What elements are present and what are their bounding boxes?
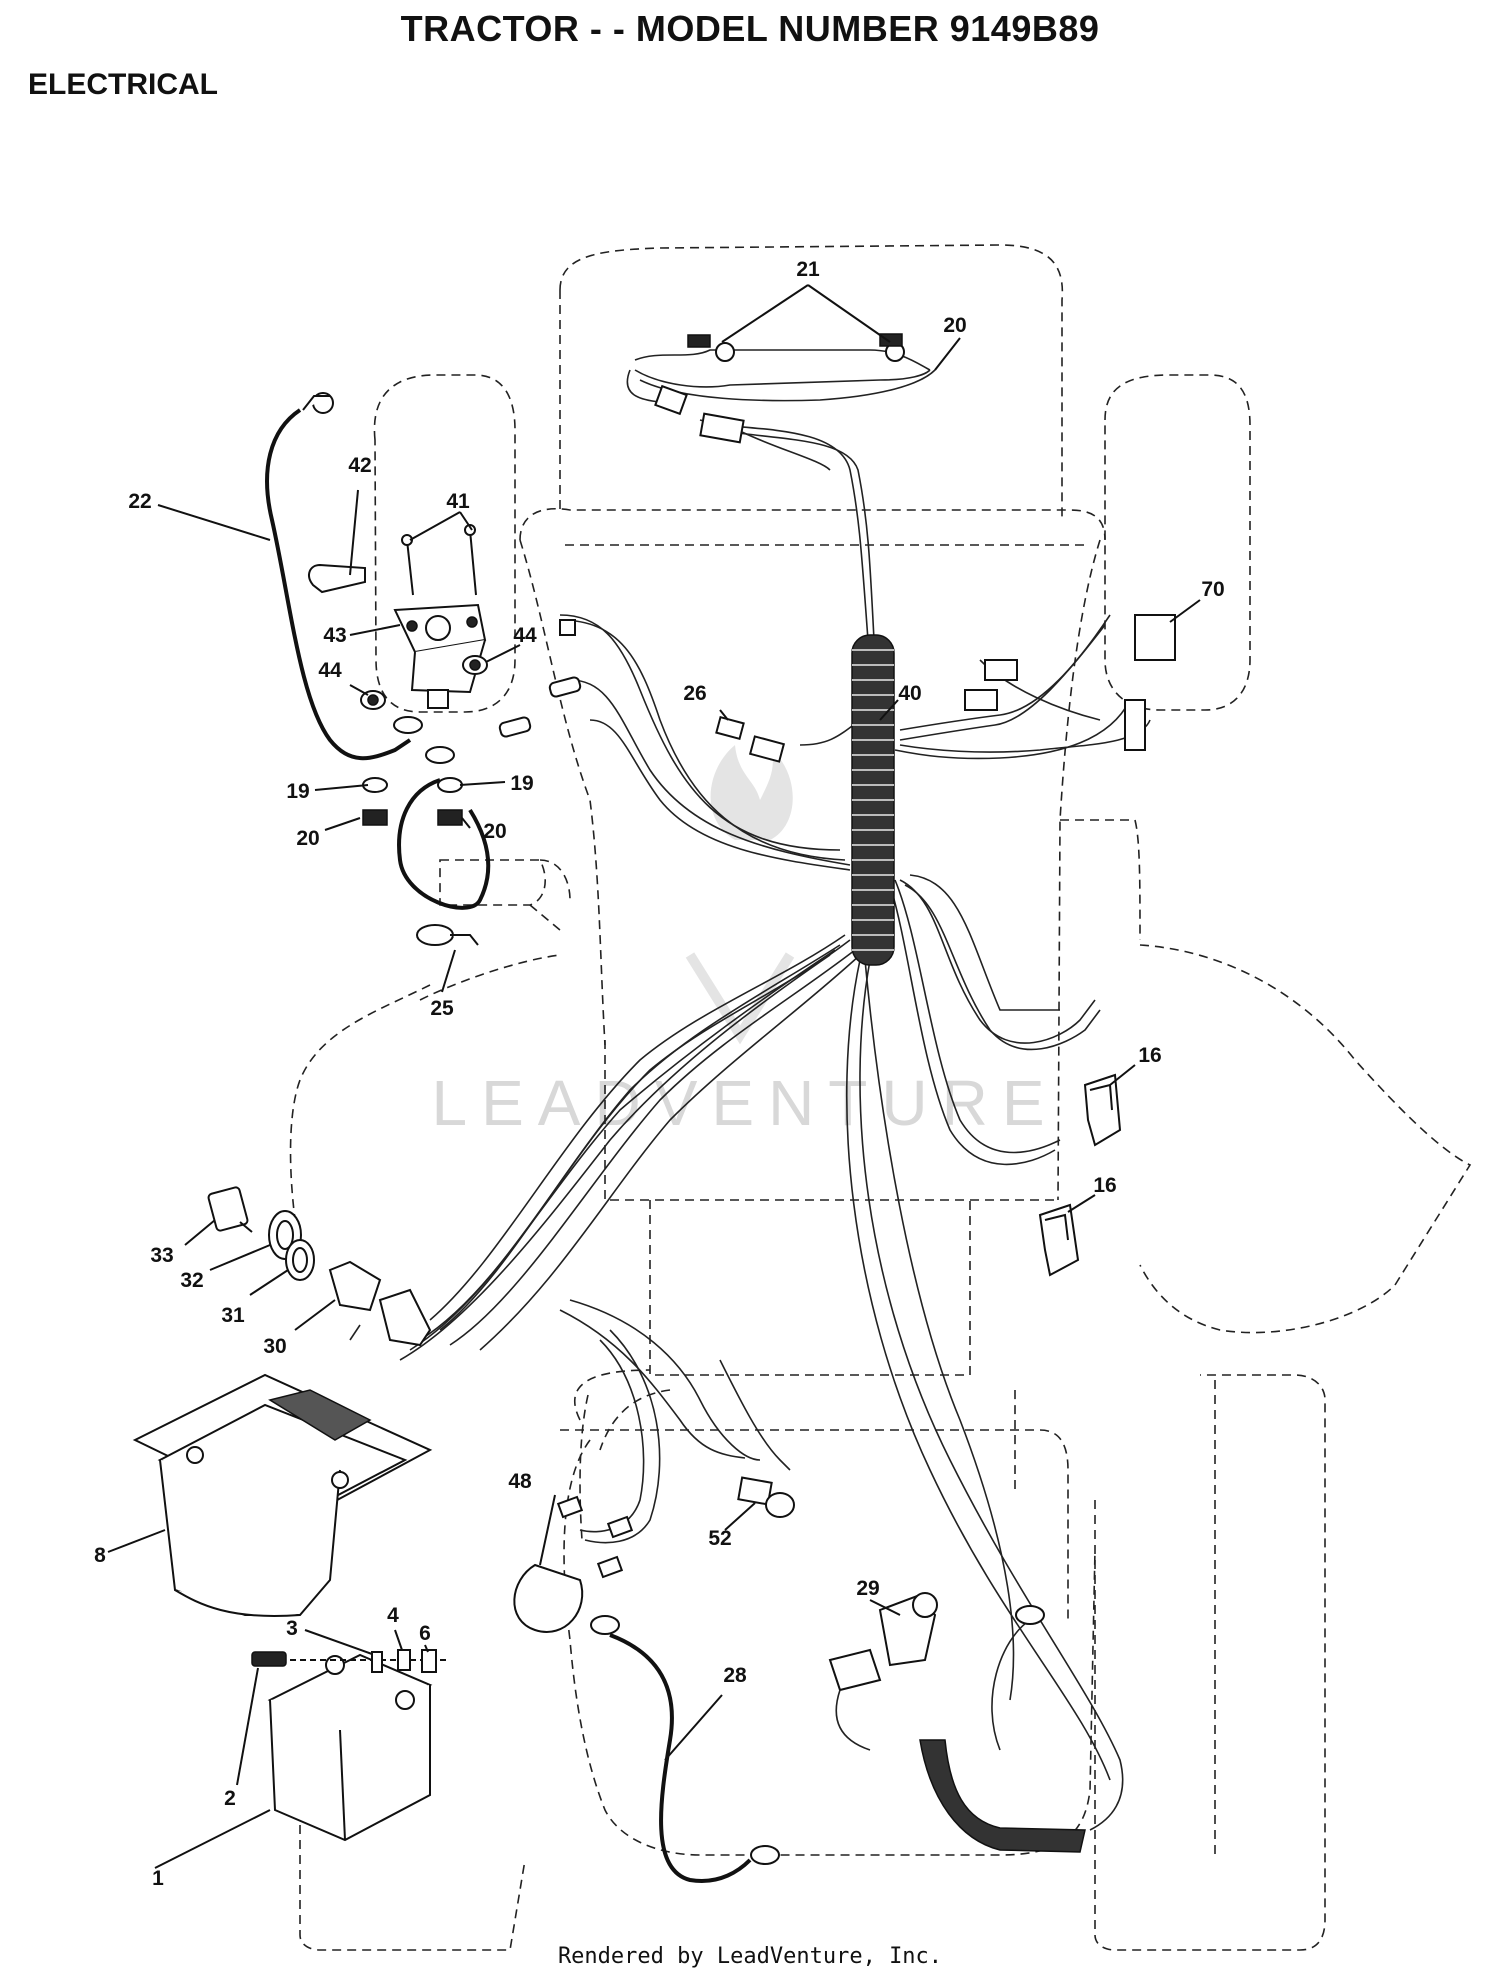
callout-48[interactable]: 48 [508,1470,532,1493]
callout-44-right[interactable]: 44 [513,624,537,647]
callout-16-upper[interactable]: 16 [1138,1044,1161,1067]
callout-2[interactable]: 2 [224,1787,236,1810]
battery [267,1653,450,1842]
wire-harness [399,419,1151,1831]
callout-42[interactable]: 42 [348,454,371,477]
callout-19-left[interactable]: 19 [286,780,309,803]
connector-26 [715,715,786,763]
callout-3[interactable]: 3 [286,1617,298,1640]
callout-28[interactable]: 28 [723,1664,747,1687]
watermark: LEADVENTURE [432,745,1059,1139]
page-title: TRACTOR - - MODEL NUMBER 9149B89 [400,8,1100,49]
ground-cable-24 [265,392,412,761]
leader-lines [107,284,1201,1869]
part-callouts: 21 20 22 42 41 43 44 44 19 19 20 20 20 2… [94,258,1225,1890]
callout-52[interactable]: 52 [708,1527,731,1550]
callout-16-lower[interactable]: 16 [1093,1174,1116,1197]
cable-25 [397,778,491,946]
callout-30[interactable]: 30 [263,1335,286,1358]
connector-70 [964,614,1176,751]
callout-24[interactable]: 22 [128,490,151,513]
callout-70[interactable]: 70 [1201,578,1224,601]
callout-26[interactable]: 26 [683,682,706,705]
callout-19-right[interactable]: 19 [510,772,533,795]
callout-43[interactable]: 43 [323,624,346,647]
callout-32[interactable]: 32 [180,1269,203,1292]
callout-6[interactable]: 6 [419,1622,431,1645]
battery-hardware [251,1649,437,1673]
battery-tray [132,1373,433,1617]
connector-16 [1038,1073,1122,1277]
tail-light-48 [513,1495,634,1633]
callout-20-left[interactable]: 20 [296,827,319,850]
callout-41[interactable]: 41 [446,490,470,513]
callout-20-right-label[interactable]: 20 [483,820,506,843]
headlight-assembly [626,333,936,471]
callout-29[interactable]: 29 [856,1577,879,1600]
ignition-switch-assembly [207,1186,432,1347]
callout-21[interactable]: 20 [943,314,966,337]
callout-33[interactable]: 33 [150,1244,173,1267]
callout-1[interactable]: 1 [152,1867,164,1890]
callout-8[interactable]: 8 [94,1544,106,1567]
watermark-text: LEADVENTURE [432,1067,1059,1139]
callout-22[interactable]: 21 [796,258,820,281]
section-heading: ELECTRICAL [28,68,218,101]
callout-40[interactable]: 40 [898,682,921,705]
battery-cable-28 [590,1615,780,1883]
callout-31[interactable]: 31 [221,1304,245,1327]
harness-conduit [851,634,895,966]
callout-25[interactable]: 25 [430,997,454,1020]
callout-44-left[interactable]: 44 [318,659,342,682]
footer-credit: Rendered by LeadVenture, Inc. [557,1944,943,1969]
callout-4[interactable]: 4 [387,1604,399,1627]
flame-logo-icon [710,745,793,840]
lamp-52 [737,1476,795,1518]
